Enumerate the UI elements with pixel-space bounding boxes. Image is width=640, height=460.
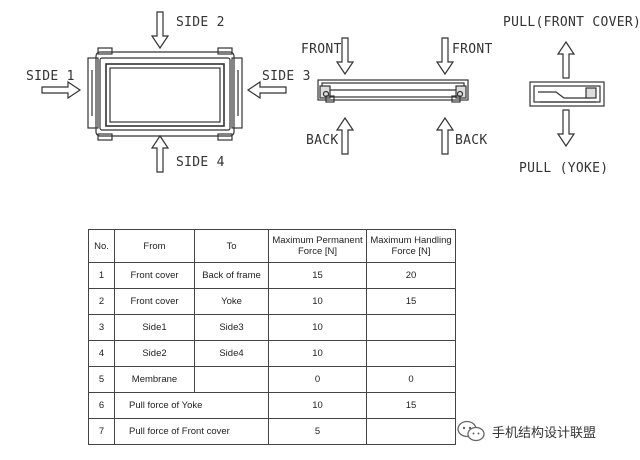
cell-to: Side4 xyxy=(194,340,269,367)
cell-from: Front cover xyxy=(114,288,195,315)
cell-no: 7 xyxy=(88,418,115,445)
side2-label: SIDE 2 xyxy=(176,15,225,30)
back-right-label: BACK xyxy=(455,133,488,148)
cell-handling xyxy=(366,314,456,341)
header-from: From xyxy=(114,229,195,263)
cell-permanent: 5 xyxy=(268,418,367,445)
cell-permanent: 0 xyxy=(268,366,367,393)
cell-from-to: Pull force of Front cover xyxy=(114,418,269,445)
front-right-arrow xyxy=(435,37,455,76)
pull-yoke-arrow xyxy=(556,109,576,148)
side4-label: SIDE 4 xyxy=(176,155,225,170)
table-row: 4 Side2 Side4 10 xyxy=(88,340,456,367)
back-left-label: BACK xyxy=(306,133,339,148)
cell-handling xyxy=(366,340,456,367)
cell-to: Back of frame xyxy=(194,262,269,289)
table-row: 7 Pull force of Front cover 5 xyxy=(88,418,456,445)
cell-permanent: 10 xyxy=(268,392,367,419)
cell-from: Front cover xyxy=(114,262,195,289)
side-view-component xyxy=(317,79,469,103)
pull-yoke-label: PULL (YOKE) xyxy=(519,161,608,176)
cell-handling: 15 xyxy=(366,288,456,315)
top-view-component xyxy=(87,47,243,141)
front-left-label: FRONT xyxy=(301,42,342,57)
cell-permanent: 10 xyxy=(268,314,367,341)
table-row: 6 Pull force of Yoke 10 15 xyxy=(88,392,456,419)
cell-to: Side3 xyxy=(194,314,269,341)
cell-from: Side1 xyxy=(114,314,195,341)
back-left-arrow xyxy=(335,116,355,155)
cell-no: 6 xyxy=(88,392,115,419)
watermark: 手机结构设计联盟 xyxy=(456,420,596,442)
cell-handling: 20 xyxy=(366,262,456,289)
header-no: No. xyxy=(88,229,115,263)
header-permanent-force: Maximum Permanent Force [N] xyxy=(268,229,367,263)
side3-label: SIDE 3 xyxy=(262,69,311,84)
table-row: 2 Front cover Yoke 10 15 xyxy=(88,288,456,315)
cell-permanent: 10 xyxy=(268,340,367,367)
back-right-arrow xyxy=(435,116,455,155)
table-row: 5 Membrane 0 0 xyxy=(88,366,456,393)
cell-no: 5 xyxy=(88,366,115,393)
cell-handling: 15 xyxy=(366,392,456,419)
side1-label: SIDE 1 xyxy=(26,69,75,84)
side1-arrow xyxy=(41,80,82,100)
cell-handling: 0 xyxy=(366,366,456,393)
pull-front-cover-label: PULL(FRONT COVER) xyxy=(503,15,640,30)
cell-permanent: 10 xyxy=(268,288,367,315)
side4-arrow xyxy=(150,134,170,173)
header-to: To xyxy=(194,229,269,263)
pull-front-cover-arrow xyxy=(556,40,576,79)
side2-arrow xyxy=(150,11,170,50)
header-handling-force: Maximum Handling Force [N] xyxy=(366,229,456,263)
front-right-label: FRONT xyxy=(452,42,493,57)
cell-to: Yoke xyxy=(194,288,269,315)
cell-no: 4 xyxy=(88,340,115,367)
table-row: 3 Side1 Side3 10 xyxy=(88,314,456,341)
wechat-icon xyxy=(457,420,485,442)
table-header-row: No. From To Maximum Permanent Force [N] … xyxy=(88,229,456,263)
cell-no: 3 xyxy=(88,314,115,341)
cell-to xyxy=(194,366,269,393)
front-left-arrow xyxy=(335,37,355,76)
cell-from: Side2 xyxy=(114,340,195,367)
cell-no: 2 xyxy=(88,288,115,315)
cell-permanent: 15 xyxy=(268,262,367,289)
cell-from-to: Pull force of Yoke xyxy=(114,392,269,419)
table-row: 1 Front cover Back of frame 15 20 xyxy=(88,262,456,289)
force-spec-table: No. From To Maximum Permanent Force [N] … xyxy=(88,229,456,445)
cell-from: Membrane xyxy=(114,366,195,393)
side3-arrow xyxy=(246,80,287,100)
cell-no: 1 xyxy=(88,262,115,289)
cross-section-component xyxy=(529,81,605,107)
cell-handling xyxy=(366,418,456,445)
watermark-text: 手机结构设计联盟 xyxy=(492,425,597,441)
